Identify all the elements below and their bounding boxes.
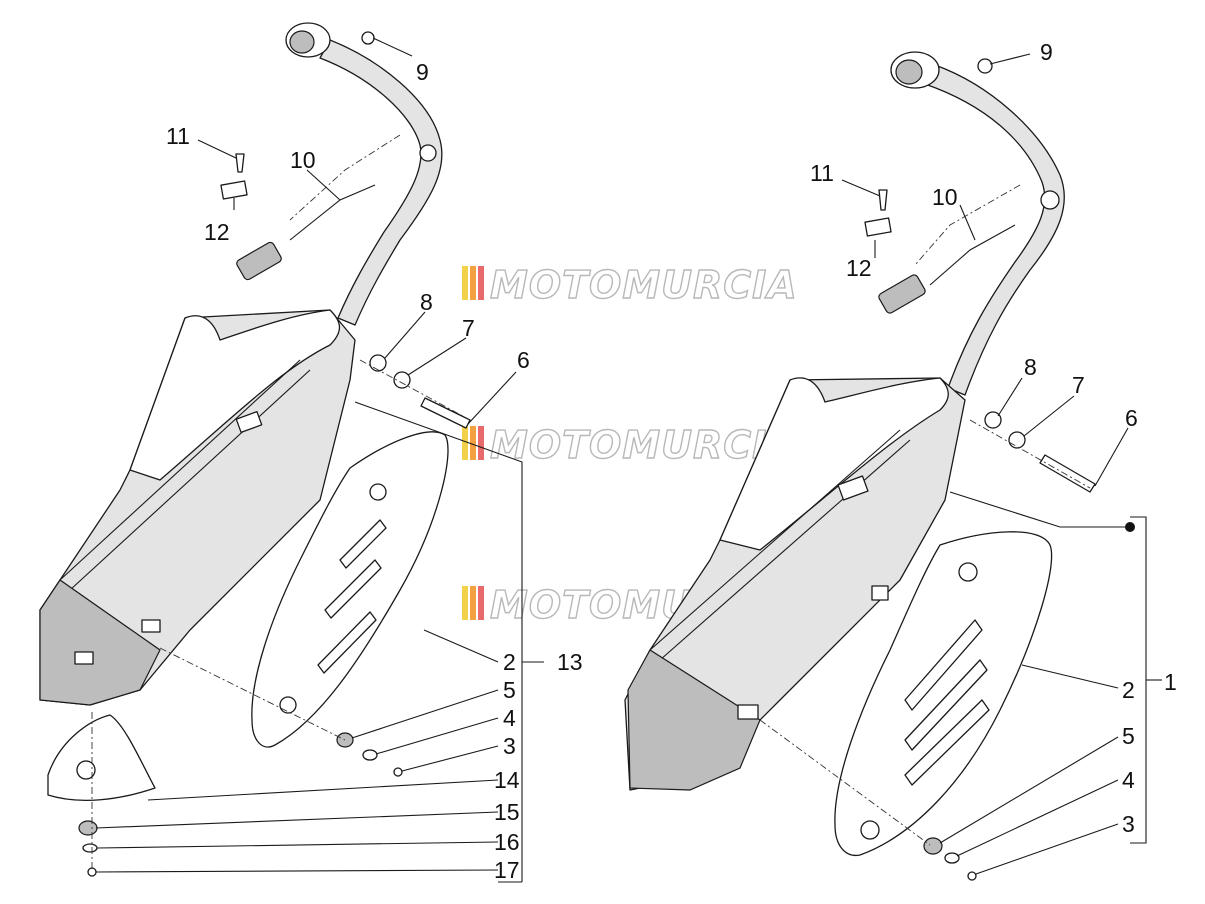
- callout-13: 13: [557, 649, 583, 675]
- screw: [235, 153, 245, 173]
- screw: [878, 189, 888, 211]
- nut: [393, 371, 411, 389]
- callout-8: 8: [420, 289, 433, 315]
- callout-3: 3: [1122, 811, 1135, 837]
- rubber-mount: [78, 820, 98, 836]
- callout-3: 3: [503, 733, 516, 759]
- callout-9: 9: [1040, 39, 1053, 65]
- lambda-sensor-connector: [236, 241, 282, 281]
- watermark-text: MOTOMURCIA: [490, 263, 798, 307]
- bracket: [47, 714, 156, 801]
- bolt: [420, 397, 471, 429]
- callout-8: 8: [1024, 354, 1037, 380]
- callout-11: 11: [166, 123, 190, 149]
- muffler-end-cap: [627, 649, 761, 791]
- callout-17: 17: [494, 857, 520, 883]
- callout-5: 5: [503, 677, 516, 703]
- clip: [220, 180, 248, 200]
- left-exhaust-assembly: 9 11 10 12 8 7 6 2 13 5 4 3 14 15 16 17: [39, 22, 583, 883]
- callout-7: 7: [462, 315, 475, 341]
- callout-10: 10: [932, 184, 958, 210]
- nut: [977, 58, 993, 74]
- callout-4: 4: [1122, 767, 1135, 793]
- bolt: [1039, 454, 1096, 493]
- callout-4: 4: [503, 705, 516, 731]
- washer: [984, 411, 1002, 429]
- callout-1: 1: [1164, 669, 1177, 695]
- callout-2: 2: [503, 649, 516, 675]
- header-pipe: [924, 64, 1065, 396]
- heat-shield: [834, 531, 1053, 857]
- watermark-middle: MOTOMURCIA: [462, 422, 798, 468]
- assembly-dot: [1125, 522, 1135, 532]
- callout-2: 2: [1122, 677, 1135, 703]
- screw: [87, 867, 97, 877]
- nut: [1008, 431, 1026, 449]
- callout-12: 12: [204, 219, 230, 245]
- lambda-sensor-connector: [878, 274, 926, 314]
- muffler-end-cap: [39, 579, 161, 706]
- watermark-top: MOTOMURCIA: [462, 262, 798, 308]
- washer: [82, 843, 98, 853]
- callout-6: 6: [517, 347, 530, 373]
- callout-10: 10: [290, 147, 316, 173]
- callout-6: 6: [1125, 405, 1138, 431]
- watermark-text: MOTOMURCIA: [490, 423, 798, 467]
- clip: [864, 217, 892, 237]
- callout-5: 5: [1122, 723, 1135, 749]
- header-pipe: [319, 39, 443, 326]
- callout-7: 7: [1072, 372, 1085, 398]
- callout-15: 15: [494, 799, 520, 825]
- callout-9: 9: [416, 59, 429, 85]
- callout-16: 16: [494, 829, 520, 855]
- callout-14: 14: [494, 767, 520, 793]
- callout-12: 12: [846, 255, 872, 281]
- washer: [369, 354, 387, 372]
- right-exhaust-assembly: 9 11 10 12 8 7 6 2 1 5 4 3: [624, 39, 1177, 881]
- callout-11: 11: [810, 160, 834, 186]
- nut: [361, 31, 375, 45]
